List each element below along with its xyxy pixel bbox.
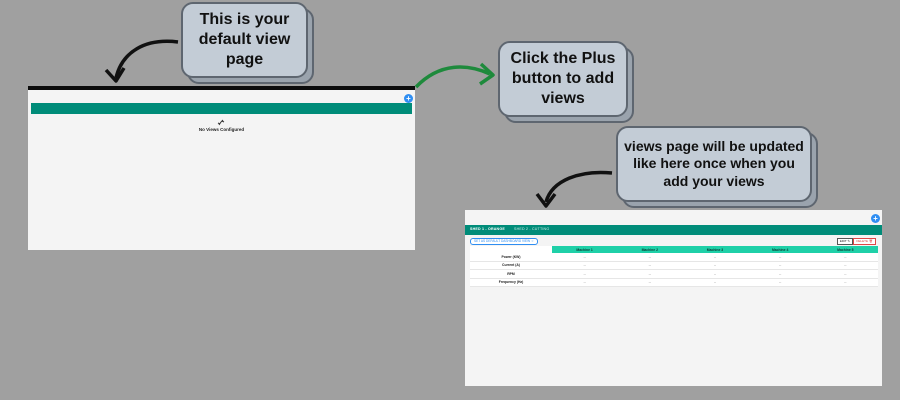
row-label: Power (KW) (470, 253, 552, 262)
broken-link-icon (217, 118, 225, 129)
default-view-screenshot: + No Views Configured (28, 86, 415, 250)
table-row: Power (KW) -- -- -- -- -- (470, 253, 878, 262)
delete-button[interactable]: DELETE 🗑 (853, 238, 876, 245)
tab-bar (31, 103, 412, 114)
table-cell: -- (617, 261, 683, 270)
table-cell: -- (682, 253, 748, 262)
table-row: Current (A) -- -- -- -- -- (470, 261, 878, 270)
arrow-head-updated-view (535, 192, 557, 208)
add-view-button[interactable]: + (871, 214, 880, 223)
machine-table: Machine 1 Machine 2 Machine 3 Machine 4 … (470, 246, 878, 287)
table-cell: -- (682, 278, 748, 287)
table-cell: -- (747, 278, 813, 287)
table-cell: -- (552, 261, 618, 270)
callout-plus-button: Click the Plus button to add views (498, 41, 634, 123)
callout-updated-page-text: views page will be updated like here onc… (616, 126, 812, 202)
table-cell: -- (617, 269, 683, 279)
arrow-head-default-view (104, 67, 126, 83)
table-cell: -- (747, 253, 813, 262)
table-cell: -- (812, 261, 878, 270)
table-cell: -- (812, 253, 878, 262)
table-header-row: Machine 1 Machine 2 Machine 3 Machine 4 … (470, 246, 878, 253)
callout-default-view: This is your default view page (181, 2, 314, 84)
column-header: Machine 4 (747, 246, 813, 253)
table-cell: -- (552, 278, 618, 287)
callout-plus-button-text: Click the Plus button to add views (498, 41, 628, 117)
table-cell: -- (552, 253, 618, 262)
tab-shed-2[interactable]: SHED 2 - CUTTING (514, 227, 550, 231)
add-view-button[interactable]: + (404, 94, 413, 103)
table-row: Frequency (Hz) -- -- -- -- -- (470, 278, 878, 287)
table-cell: -- (747, 269, 813, 279)
arrow-to-default-view (114, 39, 179, 79)
column-header: Machine 3 (682, 246, 748, 253)
table-cell: -- (812, 269, 878, 279)
row-label: Current (A) (470, 261, 552, 270)
table-cell: -- (682, 261, 748, 270)
table-cell: -- (617, 253, 683, 262)
table-cell: -- (812, 278, 878, 287)
column-header: Machine 1 (552, 246, 618, 253)
column-header: Machine 2 (617, 246, 683, 253)
updated-view-screenshot: + SHED 1 - ORANGE SHED 2 - CUTTING SET A… (465, 210, 882, 386)
tab-shed-1[interactable]: SHED 1 - ORANGE (470, 227, 505, 231)
callout-default-view-text: This is your default view page (181, 2, 308, 78)
callout-updated-page: views page will be updated like here onc… (616, 126, 818, 208)
column-header: Machine 5 (812, 246, 878, 253)
row-label: RPM (470, 269, 552, 279)
tab-bar (465, 225, 882, 235)
row-label: Frequency (Hz) (470, 278, 552, 287)
set-default-button[interactable]: SET AS DEFAULT DASHBOARD VIEW ☆ (470, 238, 538, 245)
edit-button[interactable]: EDIT ✎ (837, 238, 853, 245)
empty-state-text: No Views Configured (198, 127, 245, 132)
table-cell: -- (617, 278, 683, 287)
arrow-to-updated-view (544, 170, 613, 203)
table-cell: -- (682, 269, 748, 279)
app-top-bar (28, 86, 415, 90)
table-cell: -- (747, 261, 813, 270)
table-corner (470, 246, 552, 253)
arrow-head-plus-callout (479, 62, 495, 86)
arrow-to-plus-callout (414, 65, 491, 89)
table-row: RPM -- -- -- -- -- (470, 269, 878, 279)
table-cell: -- (552, 269, 618, 279)
